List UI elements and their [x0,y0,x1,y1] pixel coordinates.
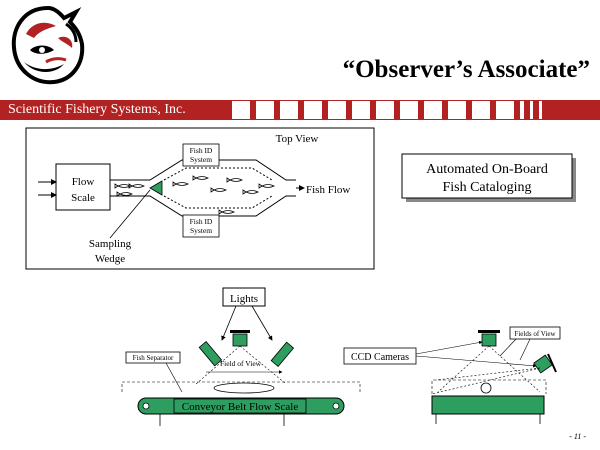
company-logo [11,5,85,85]
fish-icon [218,209,235,215]
fish-separator-label: Fish Separator [133,354,174,362]
top-camera-fov [437,345,490,393]
channel-upper-inner [163,167,273,181]
fish-id-bottom-label-2: System [190,226,212,235]
light-left-device [198,341,223,367]
fish-icon [128,183,145,189]
flow-scale-box [55,163,111,211]
banner-square [424,101,442,119]
fish-separator-box [125,351,181,364]
fish-icon [258,183,275,189]
field-of-view-label: Field of View [220,359,262,368]
banner-square [400,101,418,119]
banner-bar [539,101,542,119]
banner-bar [530,101,533,119]
top-camera-fov [488,345,541,393]
sampling-wedge-device [149,180,163,196]
fish-icon [114,183,131,189]
banner-square [256,101,274,119]
fish-id-system-top-box [182,143,220,167]
slide-title: “Observer’s Associate” [342,56,590,83]
channel-lower-wall [110,195,296,217]
sampling-wedge-label-2: Wedge [95,253,125,265]
side-camera-mount [547,353,557,373]
fish-id-system-bottom-box [182,214,220,238]
ccd-arrow-side [415,355,537,368]
top-view-label: Top View [276,133,319,145]
callout-line-1: Automated On-Board [426,162,548,177]
top-view-frame [25,127,375,270]
banner-square [232,101,250,119]
fields-of-view-label: Fields of View [514,330,556,338]
camera-device [232,333,248,347]
lights-box [222,287,266,307]
fields-of-view-leader [499,338,517,357]
callout-line-2: Fish Cataloging [442,180,531,195]
page-number: - 11 - [569,432,586,441]
lights-arrow-left [221,305,237,341]
fish-icon [172,181,189,187]
right-enclosure-outline [431,379,547,394]
field-of-view-line [195,345,241,385]
top-camera-mount [478,330,500,333]
fish-icon [226,177,243,183]
fish-flow-label: Fish Flow [306,184,350,196]
fish-separator-leader [165,362,183,393]
banner-square [472,101,490,119]
conveyor-label-box [173,398,307,414]
banner-squares [232,101,542,119]
fish-id-bottom-label-1: Fish ID [190,217,213,226]
fish-on-belt-icon [213,382,275,394]
conveyor-belt-end-view [431,395,545,415]
banner-square [376,101,394,119]
belt-roller-left [142,402,150,410]
sampling-wedge-leader [109,189,151,239]
company-name: Scientific Fishery Systems, Inc. [8,102,186,117]
side-camera-fov [435,367,541,381]
belt-roller-right [332,402,340,410]
fields-of-view-leader [519,338,531,361]
fish-icon [210,187,227,193]
fields-of-view-box [509,326,561,340]
banner-square [280,101,298,119]
banner-square [328,101,346,119]
fish-id-top-label-2: System [190,155,212,164]
top-camera-device [481,333,497,347]
banner-bar [520,101,524,119]
light-right-device [270,341,295,367]
ccd-cameras-label: CCD Cameras [351,352,409,363]
sampling-wedge-label-1: Sampling [89,238,132,250]
channel-lower-inner [163,195,273,209]
banner-square [448,101,466,119]
flow-scale-label-1: Flow [72,176,95,188]
banner-square [496,101,514,119]
callout-box [401,153,573,199]
fish-cross-section-icon [480,382,492,394]
flow-scale-label-2: Scale [71,192,95,204]
fish-icon [116,191,133,197]
side-camera-fov [431,367,541,395]
camera-mount [230,330,250,333]
fish-icon [192,175,209,181]
banner-square [304,101,322,119]
lights-label: Lights [230,293,258,305]
fish-icon [242,189,259,195]
fish-group [114,161,275,215]
conveyor-label: Conveyor Belt Flow Scale [182,401,299,413]
field-of-view-line [239,345,287,385]
enclosure-outline [121,381,361,392]
lights-arrow-right [251,305,273,341]
ccd-arrow-top [415,340,483,355]
banner-square [352,101,370,119]
fish-id-top-label-1: Fish ID [190,146,213,155]
conveyor-belt [137,397,345,415]
